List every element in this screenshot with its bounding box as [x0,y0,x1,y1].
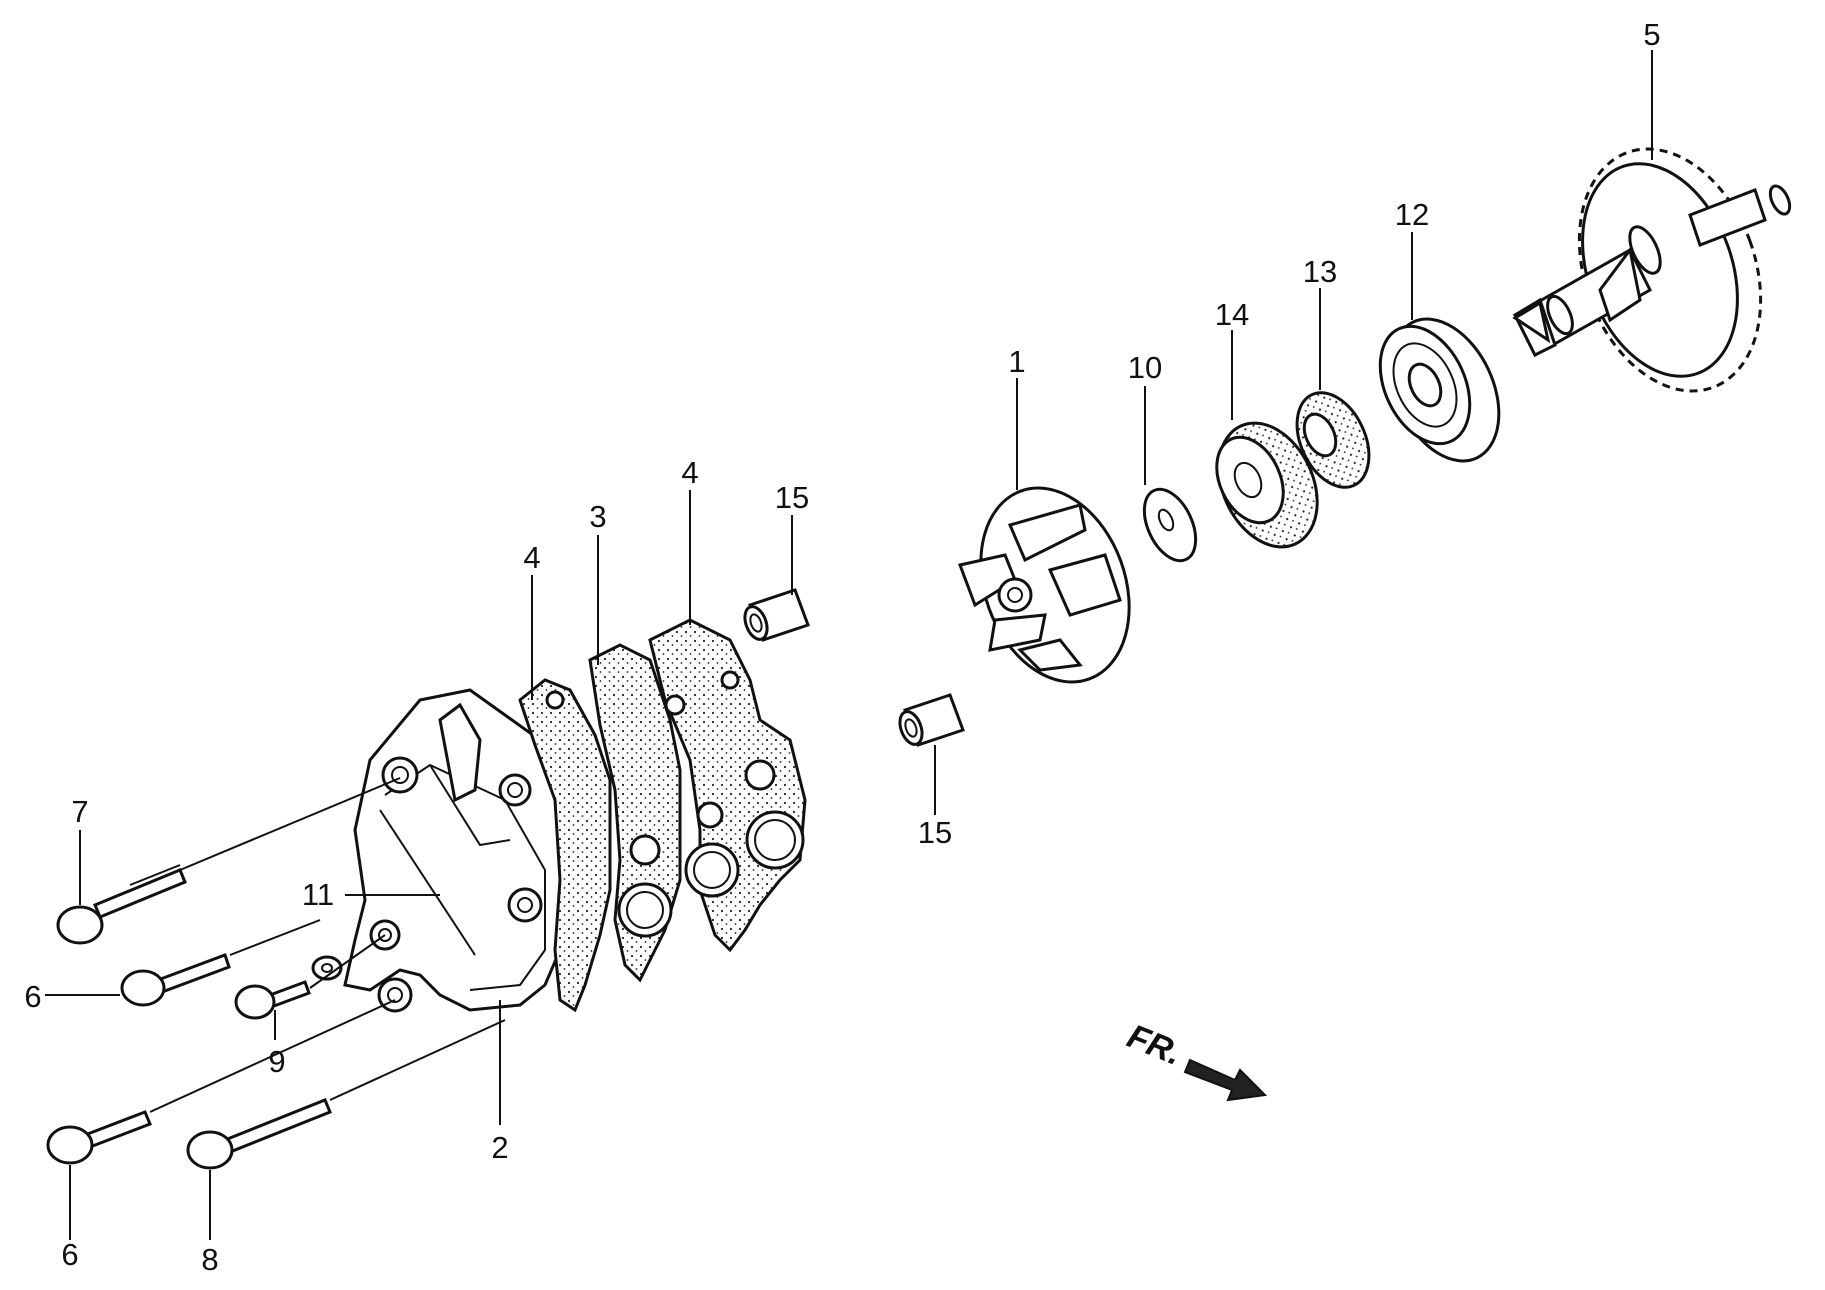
callout-15-lower: 15 [918,815,952,850]
impeller [957,486,1131,684]
callout-7: 7 [71,794,88,829]
mechanical-seal [1295,391,1371,489]
leader-lines [45,50,1653,1240]
washer [1142,487,1198,563]
callout-12: 12 [1395,197,1429,232]
pump-shaft-gear [1512,147,1792,393]
bolt-7 [56,864,187,945]
callout-4-left: 4 [523,540,540,575]
callout-8: 8 [201,1242,218,1277]
dowel-pin-upper [743,588,810,642]
callout-6-lower: 6 [61,1237,78,1272]
pump-separator-plate [588,643,682,983]
front-direction-label: FR. [1122,1017,1187,1073]
callout-4-right: 4 [681,455,698,490]
pump-gasket-inner [518,678,612,1013]
callout-6-upper: 6 [24,979,41,1014]
pump-cover [343,688,572,1013]
bolt-9 [234,980,311,1020]
callout-13: 13 [1303,254,1337,289]
front-direction-arrow [1183,1058,1268,1102]
pump-gasket-outer [648,618,807,953]
bolt-8 [186,1098,332,1170]
callout-15-upper: 15 [775,480,809,515]
callout-2: 2 [491,1130,508,1165]
callout-10: 10 [1128,350,1162,385]
bolt-6-lower [46,1110,152,1165]
callout-1: 1 [1008,344,1025,379]
callout-14: 14 [1215,297,1249,332]
washer-11 [311,955,343,981]
callout-5: 5 [1643,17,1660,52]
callout-9: 9 [268,1044,285,1079]
bolt-6-upper [120,953,231,1007]
callout-3: 3 [589,499,606,534]
ball-bearing [1378,317,1501,463]
oil-seal [1215,421,1319,549]
dowel-pin-lower [898,693,965,747]
callout-11: 11 [302,877,334,912]
